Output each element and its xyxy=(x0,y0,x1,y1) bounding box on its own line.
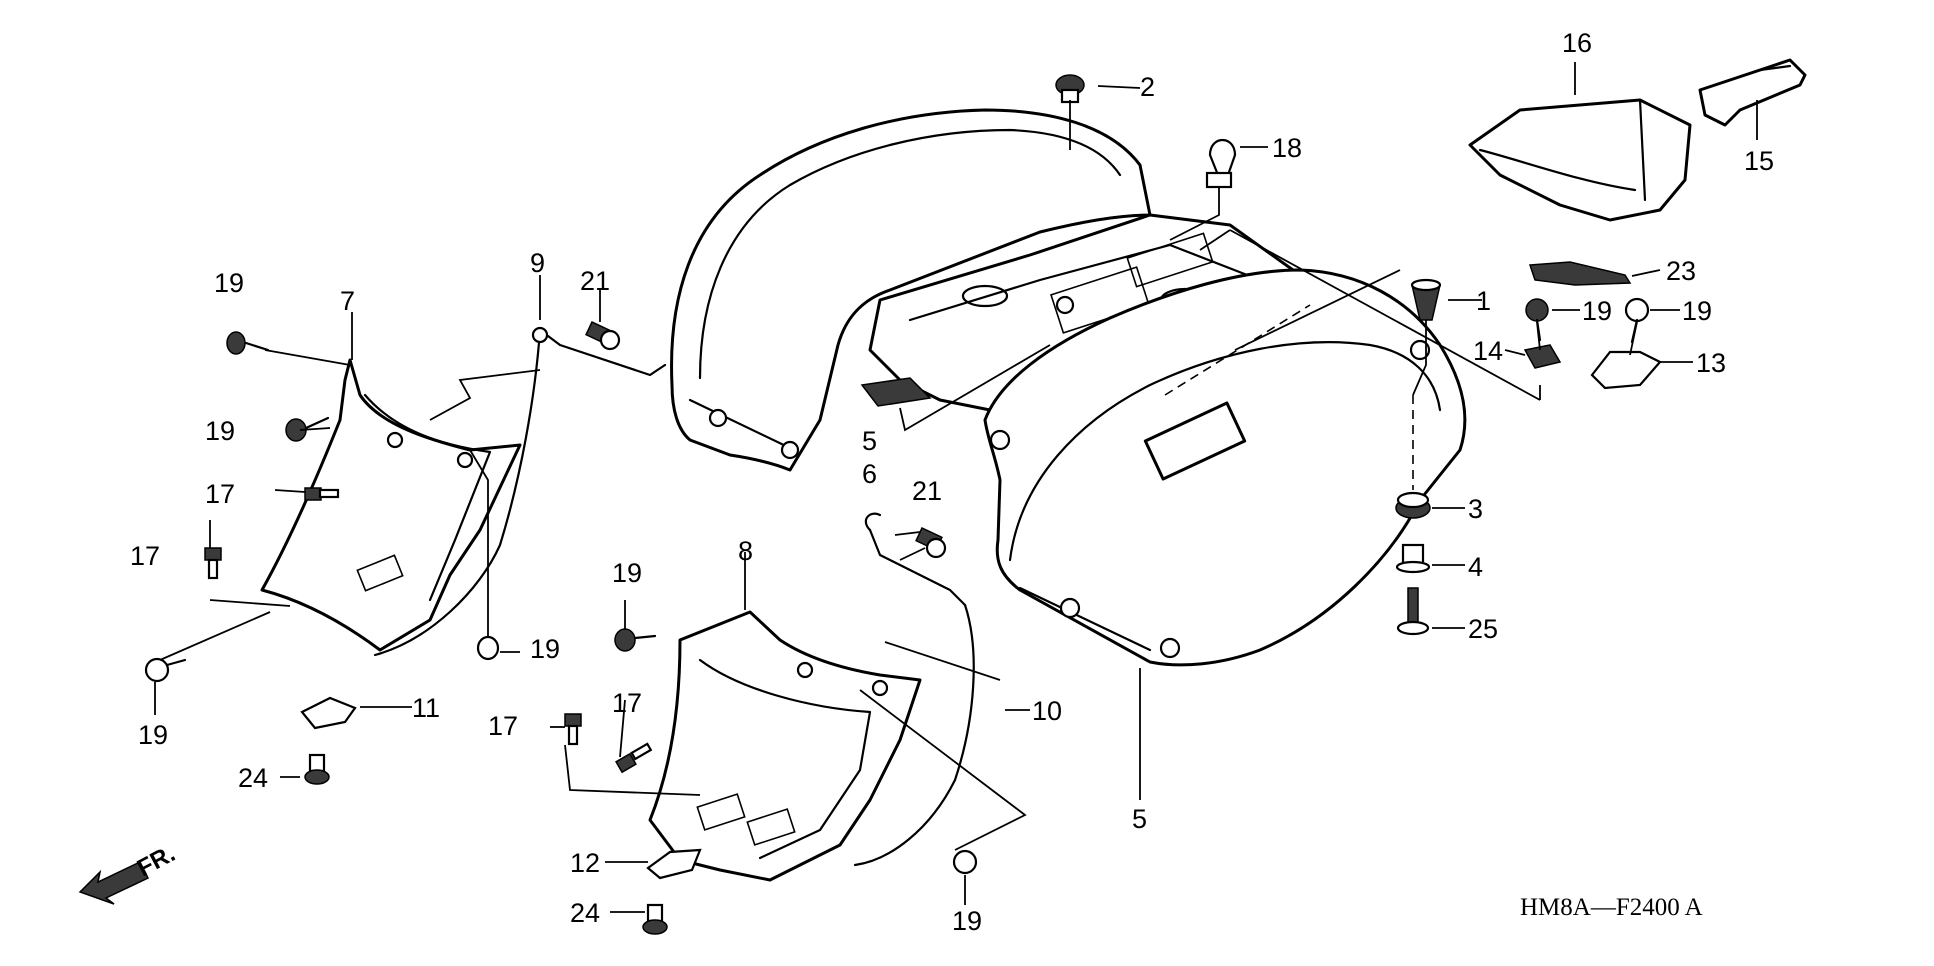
seat-strap xyxy=(1698,58,1807,127)
callout-19-b: 19 xyxy=(205,416,235,446)
callout-19-f: 19 xyxy=(952,906,982,936)
pin-19-f xyxy=(952,849,978,875)
screw-17-b xyxy=(204,547,222,580)
callout-24-left: 24 xyxy=(238,763,268,793)
pin-19-h xyxy=(1624,297,1650,344)
callout-18: 18 xyxy=(1272,133,1302,163)
clip-2 xyxy=(1055,74,1085,104)
callout-15: 15 xyxy=(1744,146,1774,176)
callout-19-e: 19 xyxy=(612,558,642,588)
callout-labels: 1 2 3 4 5 5 6 7 8 9 10 11 12 13 14 15 16… xyxy=(130,28,1774,936)
screw-17-d xyxy=(615,742,653,774)
callout-5-pad: 5 xyxy=(862,426,877,456)
callout-17-c: 17 xyxy=(488,711,518,741)
pin-19-c xyxy=(476,635,500,661)
bolt-21-upper xyxy=(585,321,621,351)
leader-lines xyxy=(154,62,1758,913)
pin-19-b xyxy=(285,416,330,442)
bracket-23 xyxy=(1528,261,1632,286)
callout-17-a: 17 xyxy=(205,479,235,509)
collar-4 xyxy=(1395,543,1431,574)
pin-19-g xyxy=(1525,298,1549,342)
front-direction-arrow: FR. xyxy=(78,840,180,905)
pad-5-6 xyxy=(860,377,932,407)
callout-6: 6 xyxy=(862,459,877,489)
callout-7: 7 xyxy=(340,286,355,316)
callout-19-h: 19 xyxy=(1682,296,1712,326)
right-mud-guard xyxy=(648,610,922,882)
callout-21-lower: 21 xyxy=(912,476,942,506)
bolt-24-left xyxy=(304,753,330,785)
screw-17-a xyxy=(304,487,340,501)
pin-19-a xyxy=(226,331,270,355)
callout-19-d: 19 xyxy=(138,720,168,750)
callout-19-c: 19 xyxy=(530,634,560,664)
callout-25: 25 xyxy=(1468,614,1498,644)
callout-9: 9 xyxy=(530,248,545,278)
callout-13: 13 xyxy=(1696,348,1726,378)
callout-21-upper: 21 xyxy=(580,266,610,296)
seat-pad xyxy=(1468,98,1692,222)
callout-24-right: 24 xyxy=(570,898,600,928)
clamp-18 xyxy=(1205,139,1237,189)
callout-3: 3 xyxy=(1468,494,1483,524)
callout-1: 1 xyxy=(1476,286,1491,316)
callout-19-a: 19 xyxy=(214,268,244,298)
callout-8: 8 xyxy=(738,536,753,566)
nut-14 xyxy=(1523,344,1562,369)
bracket-11 xyxy=(300,696,357,730)
callout-19-g: 19 xyxy=(1582,296,1612,326)
screw-17-c xyxy=(564,713,582,746)
bracket-12 xyxy=(646,848,702,880)
callout-12: 12 xyxy=(570,848,600,878)
bolt-24-right xyxy=(642,903,668,935)
grommet-3 xyxy=(1395,491,1431,519)
right-stay xyxy=(853,512,975,867)
diagram-code: HM8A—F2400 A xyxy=(1520,894,1703,921)
callout-4: 4 xyxy=(1468,552,1483,582)
callout-17-b: 17 xyxy=(130,541,160,571)
left-stay xyxy=(373,326,667,657)
pin-19-e xyxy=(614,628,657,652)
callout-17-d: 17 xyxy=(612,688,642,718)
callout-2: 2 xyxy=(1140,72,1155,102)
callout-5-fender: 5 xyxy=(1132,804,1147,834)
callout-10: 10 xyxy=(1032,696,1062,726)
bracket-13 xyxy=(1590,350,1662,390)
rubber-mount-1 xyxy=(1410,278,1442,321)
bolt-25 xyxy=(1396,587,1430,636)
bolt-21-lower xyxy=(915,527,947,559)
callout-11: 11 xyxy=(412,693,440,723)
pin-19-d xyxy=(144,657,187,683)
rear-fender xyxy=(670,108,1467,667)
callout-23: 23 xyxy=(1666,256,1696,286)
callout-14: 14 xyxy=(1473,336,1503,366)
callout-16: 16 xyxy=(1562,28,1592,58)
left-mud-guard xyxy=(260,358,522,652)
